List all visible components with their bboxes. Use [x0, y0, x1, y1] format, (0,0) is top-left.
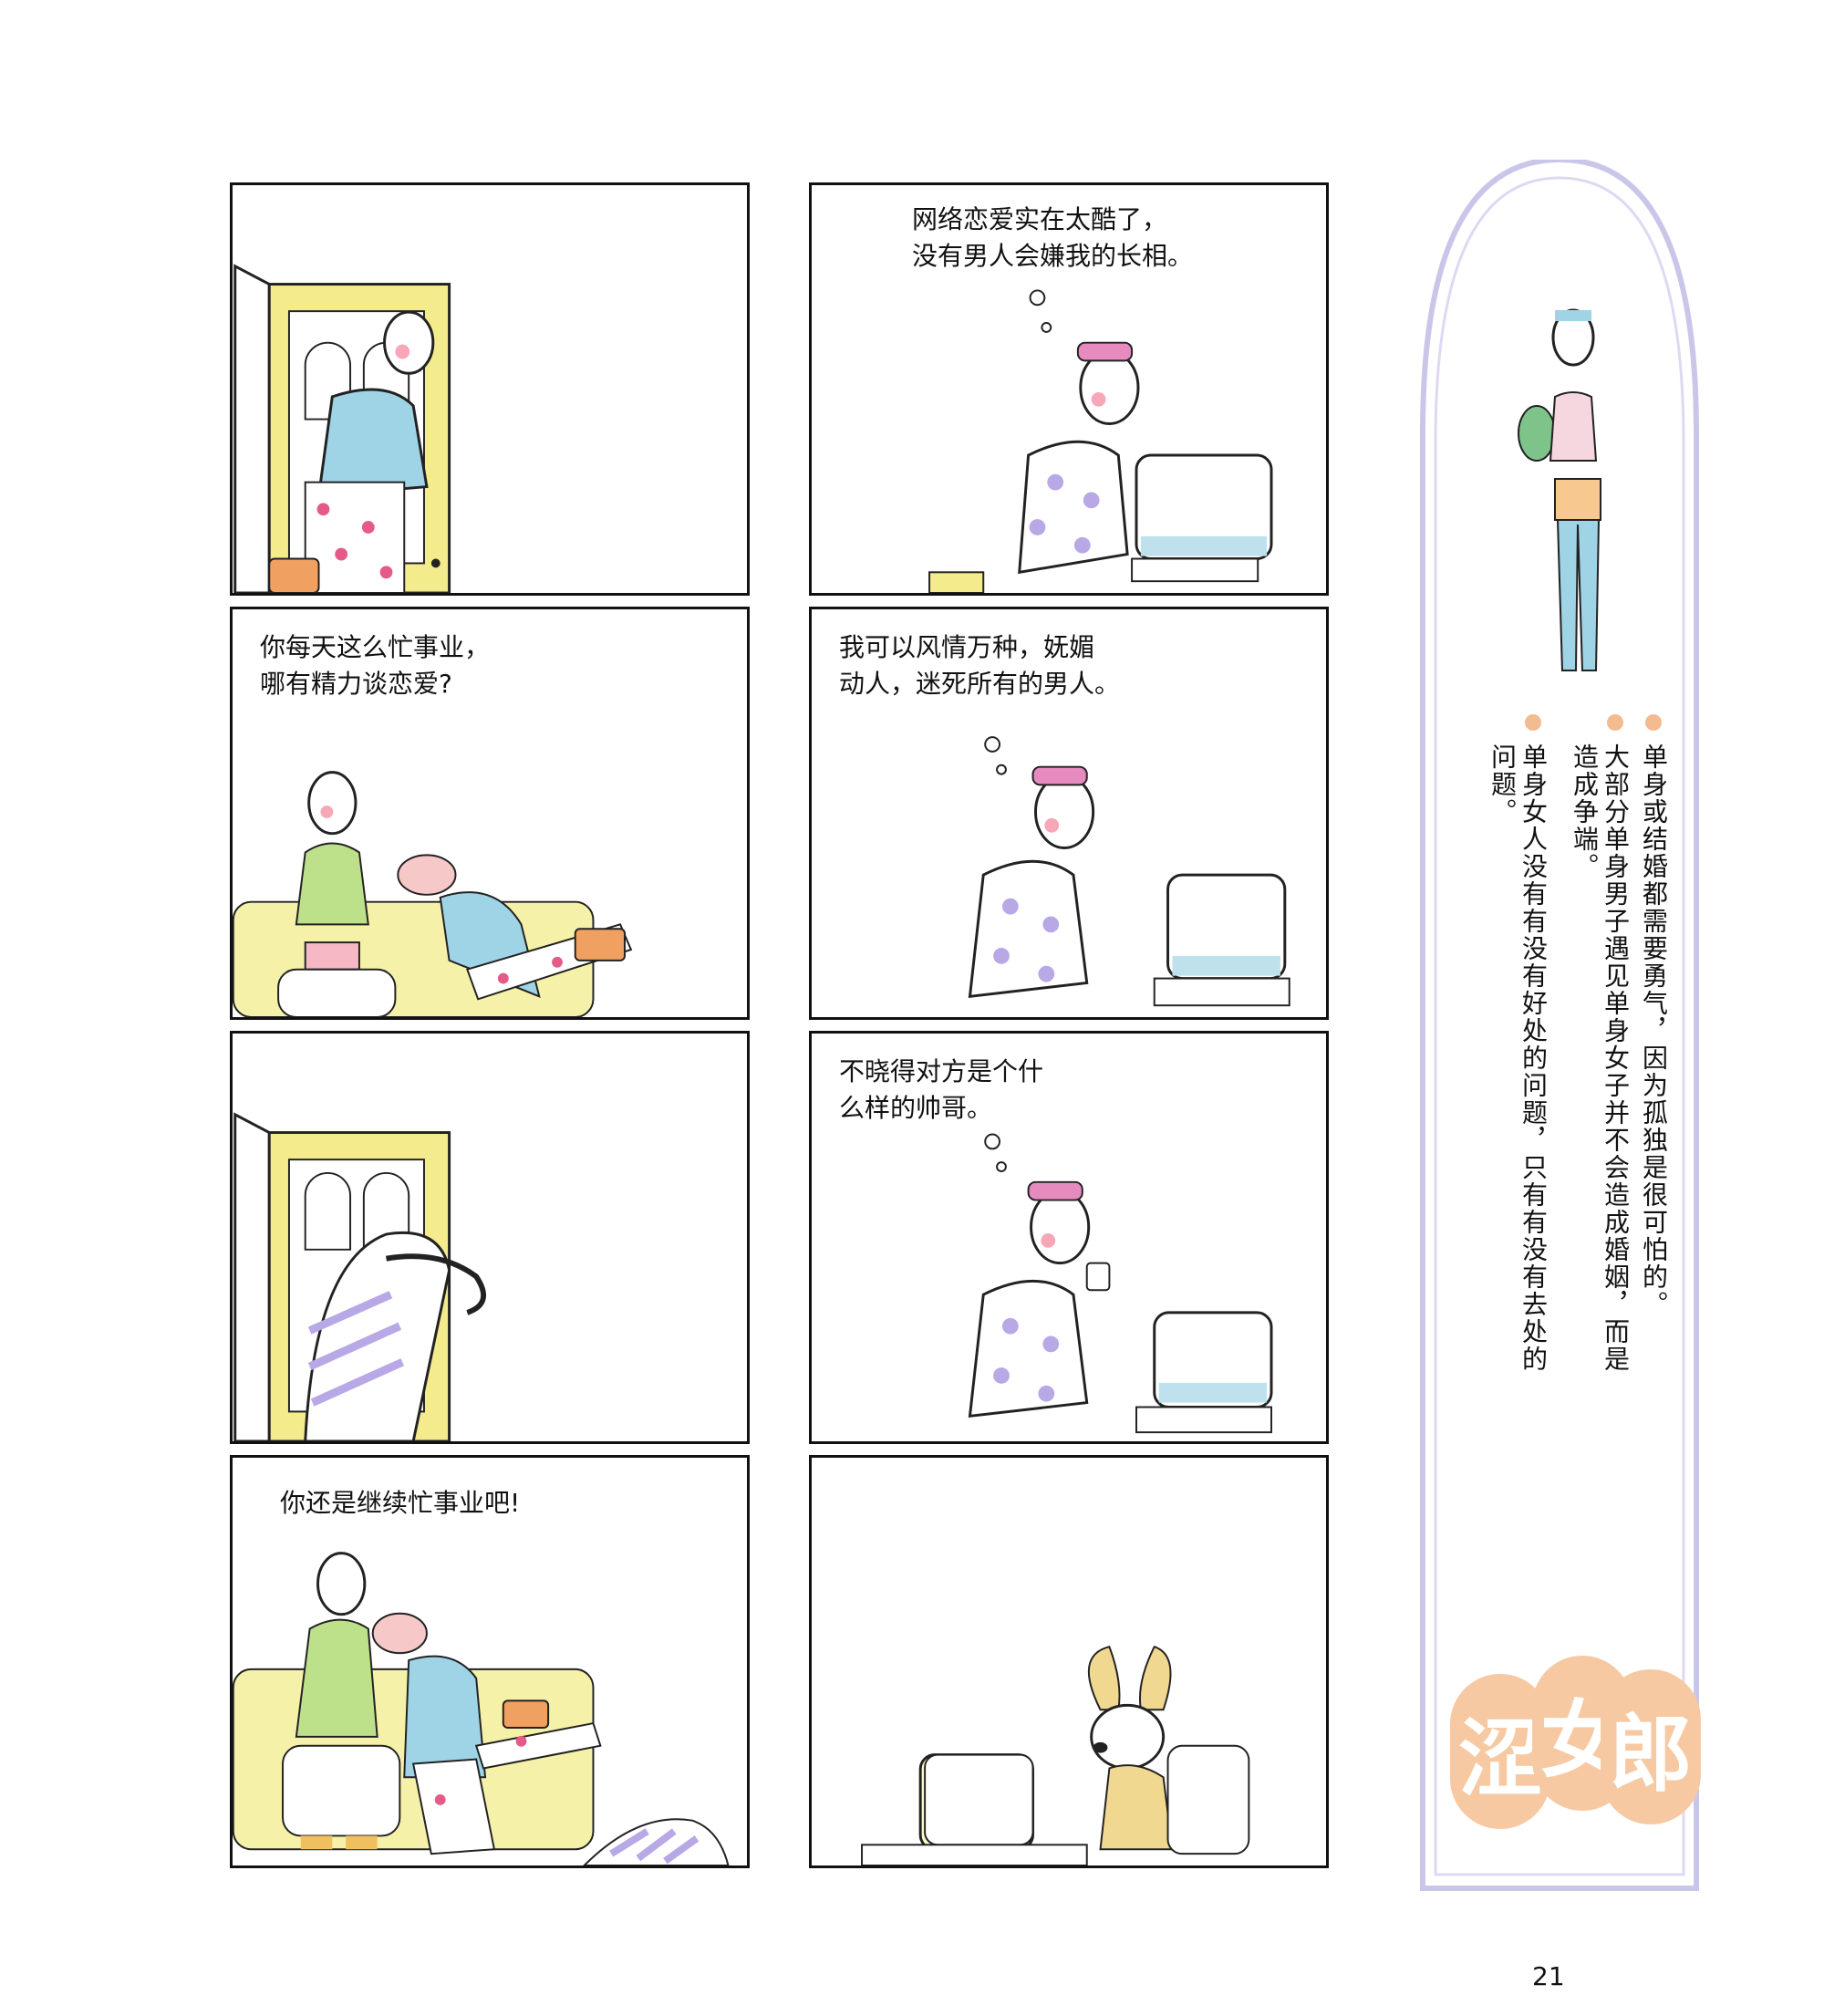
- title-char: 郎: [1601, 1669, 1701, 1824]
- standing-woman-illustration: [1518, 308, 1601, 671]
- note-3: 单身女人没有有没有好处的问题，只有有没有去处的 问题。: [1487, 743, 1549, 1373]
- comic-panel-6: 不晓得对方是个什 么样的帅哥。: [809, 1031, 1329, 1444]
- comic-panel-7: 你还是继续忙事业吧!: [230, 1455, 750, 1868]
- woman-at-computer-illustration: [928, 289, 1273, 593]
- couple-on-sofa-illustration: [233, 771, 633, 1017]
- comic-panel-1: [230, 182, 750, 596]
- sidebar-notes: 单身或结婚都需要勇气，因为孤独是很可怕的。 大部分单身男子遇见单身女子并不会造成…: [1414, 160, 1705, 1893]
- woman-drinking-at-computer-illustration: [968, 1133, 1273, 1434]
- arched-frame: [1420, 160, 1699, 1891]
- comic-panel-5: [230, 1031, 750, 1444]
- note-2: 大部分单身男子遇见单身女子并不会造成婚姻，而是 造成争端。: [1570, 743, 1631, 1373]
- comic-panel-2: 网络恋爱实在太酷了， 没有男人会嫌我的长相。: [809, 182, 1329, 596]
- speech-text: 你还是继续忙事业吧!: [280, 1488, 521, 1518]
- speech-text: 网络恋爱实在太酷了， 没有男人会嫌我的长相。: [912, 204, 1194, 271]
- speech-text: 不晓得对方是个什 么样的帅哥。: [839, 1056, 1044, 1123]
- bullet-dot: [1645, 714, 1662, 731]
- dog-at-computer-illustration: [861, 1646, 1250, 1865]
- speech-text: 你每天这么忙事业， 哪有精力谈恋爱?: [260, 632, 491, 699]
- bullet-dot: [1607, 714, 1623, 731]
- bullet-dot: [1525, 714, 1541, 731]
- couple-on-sofa-illustration: [233, 1552, 730, 1865]
- comic-panel-8: [809, 1455, 1329, 1868]
- man-entering-door-illustration: [233, 264, 451, 593]
- comic-panel-3: 你每天这么忙事业， 哪有精力谈恋爱?: [230, 607, 750, 1020]
- speech-text: 我可以风情万种，妩媚 动人，迷死所有的男人。: [839, 632, 1121, 699]
- comic-panel-4: 我可以风情万种，妩媚 动人，迷死所有的男人。: [809, 607, 1329, 1020]
- page-number: 21: [1532, 1961, 1565, 1991]
- note-1: 单身或结婚都需要勇气，因为孤独是很可怕的。: [1639, 743, 1669, 1318]
- man-bowing-at-door-illustration: [233, 1112, 487, 1441]
- woman-at-computer-illustration: [968, 736, 1290, 1007]
